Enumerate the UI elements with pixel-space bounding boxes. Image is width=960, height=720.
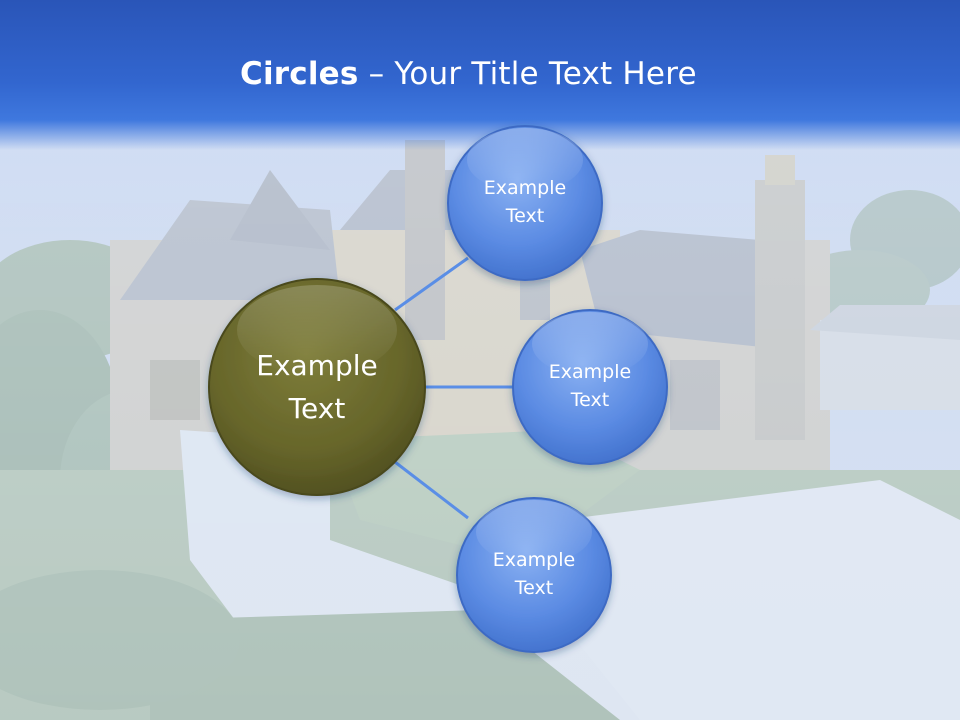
node-circle-bottom — [456, 497, 612, 653]
connector-line-top — [394, 256, 469, 312]
slide-title: Circles – Your Title Text Here — [240, 56, 697, 92]
center-circle-label: Example Text — [256, 348, 378, 425]
node-circle-top — [447, 125, 603, 281]
slide-title-bold: Circles — [240, 56, 359, 92]
title-banner — [0, 0, 960, 150]
node-label-middle: Example Text — [548, 361, 632, 411]
connector-line-bottom — [394, 460, 469, 520]
node-circle-middle — [512, 309, 668, 465]
node-label-top: Example Text — [483, 177, 567, 227]
slide-title-rest: – Your Title Text Here — [358, 56, 697, 92]
center-circle — [208, 278, 426, 496]
node-label-bottom: Example Text — [492, 549, 576, 599]
